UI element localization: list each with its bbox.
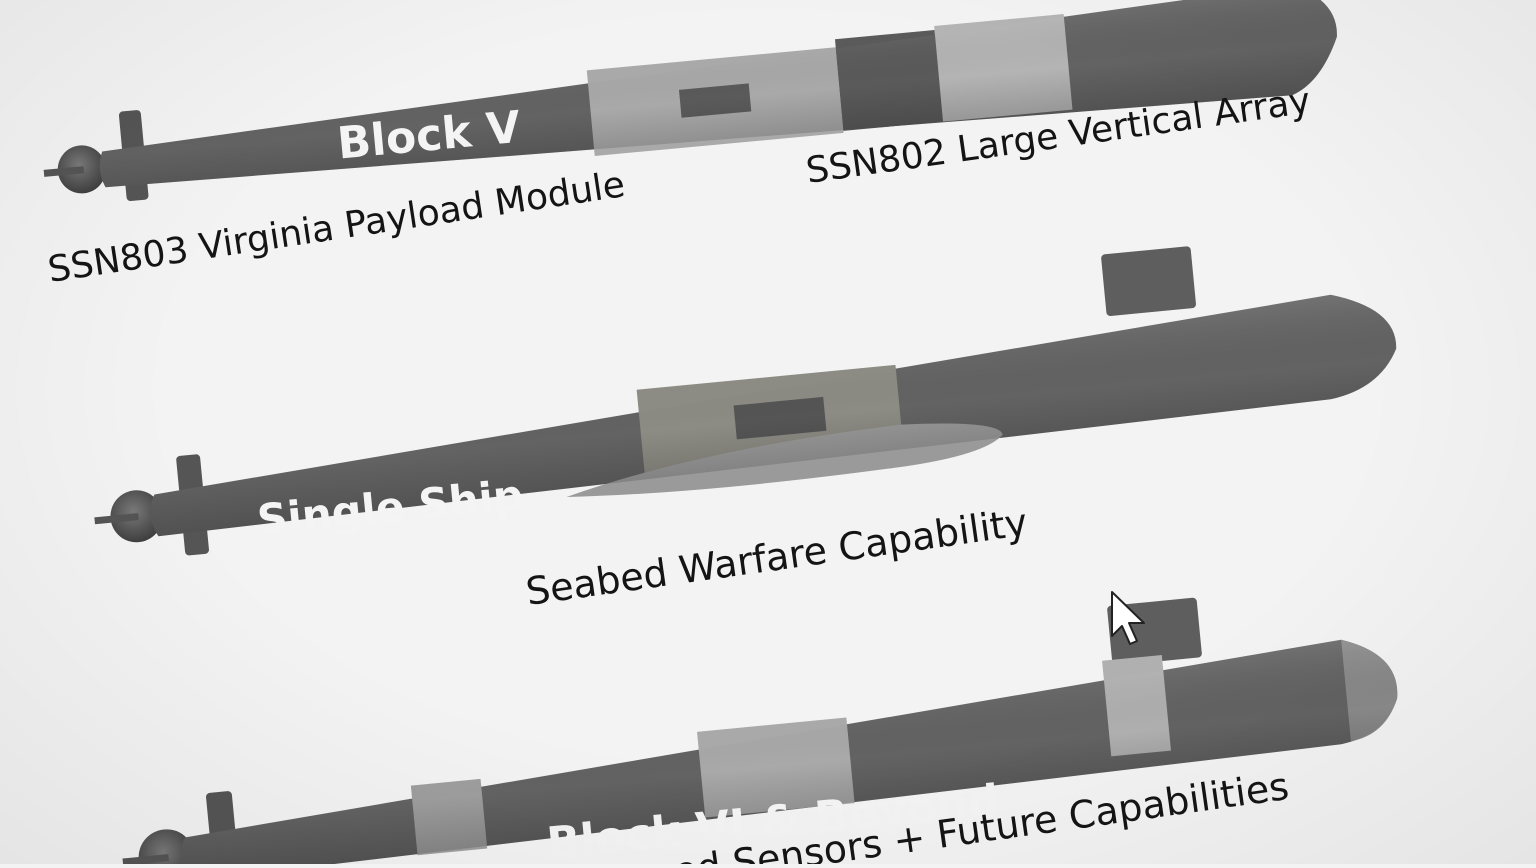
submarine-single-ship: Single Ship <box>94 246 1397 556</box>
hull-label-block-v: Block V <box>335 102 522 170</box>
submarine-block-vi: Block VI & Beyond <box>122 597 1398 868</box>
propeller-shaft <box>43 166 85 177</box>
caption-seabed-warfare: Seabed Warfare Capability <box>523 500 1030 614</box>
submarine-block-v: Block V <box>43 0 1337 202</box>
mouse-pointer-icon <box>1111 591 1145 645</box>
hull-shading <box>99 0 1337 188</box>
propeller-shaft <box>122 854 169 866</box>
hull-shading <box>150 294 1397 537</box>
hull-shading <box>180 639 1398 868</box>
propeller-shaft <box>94 513 139 525</box>
sail <box>1101 246 1196 317</box>
